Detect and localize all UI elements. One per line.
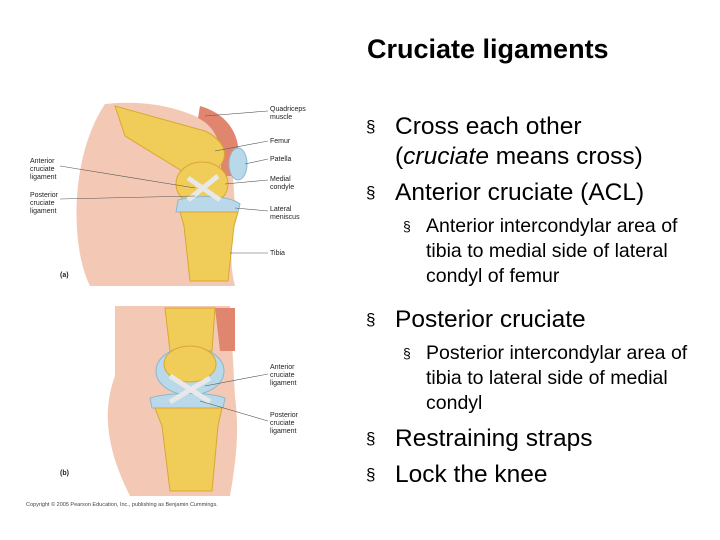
tibia-b [154,407,223,492]
label-quadriceps-muscle: Quadriceps muscle [270,106,306,121]
panel-label-b: (b) [60,470,69,477]
knee-panel-b [107,306,269,496]
bullet-marker: § [366,310,376,329]
meniscus-b [149,393,226,409]
pcl-ligament-b [168,375,212,405]
bullet-marker: § [366,183,376,202]
bullet-anterior-cruciate: § Anterior cruciate (ACL) [366,179,645,206]
label-posterior-cruciate-ligament-a: Posterior cruciate ligament [30,192,59,215]
femur-condyle-inner-b [163,345,217,383]
slide-title: Cruciate ligaments [367,34,609,64]
bullet-lock-the-knee: § Lock the knee [366,461,548,488]
label-tibia: Tibia [270,250,285,257]
label-femur: Femur [270,138,291,145]
knee-anatomy-figure: Quadriceps muscle Femur Patella Medial c… [30,96,340,496]
bullet-marker: § [366,117,376,136]
bullet-marker: § [403,218,411,234]
bullet-cross-each-other: § Cross each other (cruciate means cross… [366,113,643,170]
knee-panel-a [59,102,269,287]
bullet-list: § Cross each other (cruciate means cross… [366,112,716,496]
bullet-marker: § [366,465,376,484]
label-anterior-cruciate-ligament-a: Anterior cruciate ligament [30,158,57,181]
label-anterior-cruciate-ligament-b: Anterior cruciate ligament [270,364,297,387]
label-medial-condyle: Medial condyle [270,176,295,191]
femur-shaft-b [164,307,216,352]
knee-illustration [59,102,269,496]
copyright-notice: Copyright © 2005 Pearson Education, Inc.… [26,502,218,508]
bullet-restraining-straps: § Restraining straps [366,425,593,452]
label-lateral-meniscus: Lateral meniscus [270,206,300,221]
bullet-marker: § [403,345,411,361]
label-posterior-cruciate-ligament-b: Posterior cruciate ligament [270,412,299,435]
quadriceps-muscle-b [215,308,235,351]
panel-label-a: (a) [60,272,69,279]
label-patella: Patella [270,156,292,163]
tibia-a [179,211,239,282]
bullet-marker: § [366,429,376,448]
subbullet-anterior-attachment: § Anterior intercondylar area of tibia t… [403,215,678,287]
patella [228,147,248,181]
bullet-posterior-cruciate: § Posterior cruciate [366,306,586,333]
subbullet-posterior-attachment: § Posterior intercondylar area of tibia … [403,342,688,414]
